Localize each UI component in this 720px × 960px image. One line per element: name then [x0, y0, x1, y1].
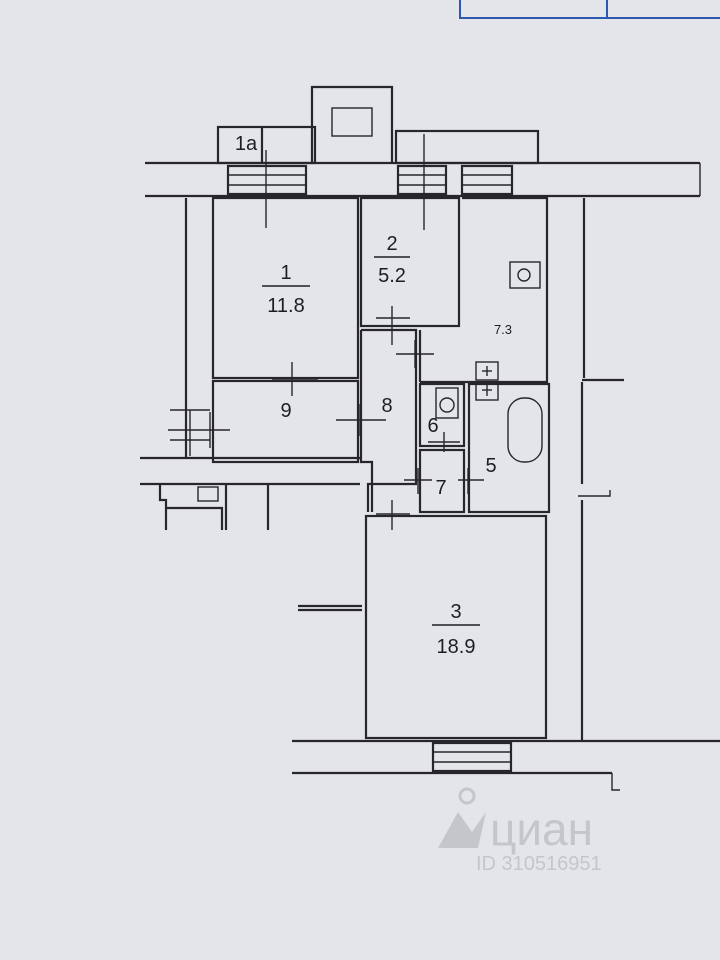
- room-label-6: 6: [427, 415, 438, 437]
- room-label-1a: 1a: [235, 133, 258, 155]
- room-label-1: 1 11.8: [262, 262, 310, 317]
- balcony-1a: [216, 85, 540, 165]
- svg-text:11.8: 11.8: [267, 295, 304, 317]
- room-label-3: 3 18.9: [432, 601, 480, 658]
- svg-text:18.9: 18.9: [437, 636, 476, 658]
- svg-text:1: 1: [280, 262, 291, 284]
- windows-top: [226, 164, 514, 196]
- room-label-7: 7: [435, 477, 446, 499]
- svg-text:5.2: 5.2: [378, 265, 406, 287]
- window-bottom: [431, 741, 513, 773]
- room-label-2: 2 5.2: [374, 233, 410, 287]
- watermark-id: ID 310516951: [476, 853, 602, 875]
- toilet-icon: [435, 387, 459, 419]
- room-label-kitchen: 7.3: [494, 322, 512, 337]
- room-label-9: 9: [280, 400, 291, 422]
- watermark-brand: циан: [490, 803, 593, 855]
- svg-text:8: 8: [381, 395, 392, 417]
- svg-text:1a: 1a: [235, 133, 258, 155]
- sink-icon: [475, 361, 499, 401]
- cian-logo-icon: [438, 787, 486, 848]
- svg-text:9: 9: [280, 400, 291, 422]
- stove-icon: [509, 261, 541, 289]
- door-markers: [168, 134, 484, 530]
- room-walls: [184, 196, 624, 741]
- page-frame-fragment: [459, 0, 720, 19]
- svg-text:7.3: 7.3: [494, 322, 512, 337]
- svg-text:2: 2: [386, 233, 397, 255]
- adjacent-walls: [158, 409, 270, 530]
- room-label-5: 5: [485, 455, 496, 477]
- watermark: циан ID 310516951: [438, 787, 602, 875]
- bathtub-icon: [507, 397, 543, 463]
- svg-text:3: 3: [450, 601, 461, 623]
- exterior-walls: [140, 161, 720, 791]
- room-label-8: 8: [381, 395, 392, 417]
- svg-text:5: 5: [485, 455, 496, 477]
- svg-text:7: 7: [435, 477, 446, 499]
- svg-text:6: 6: [427, 415, 438, 437]
